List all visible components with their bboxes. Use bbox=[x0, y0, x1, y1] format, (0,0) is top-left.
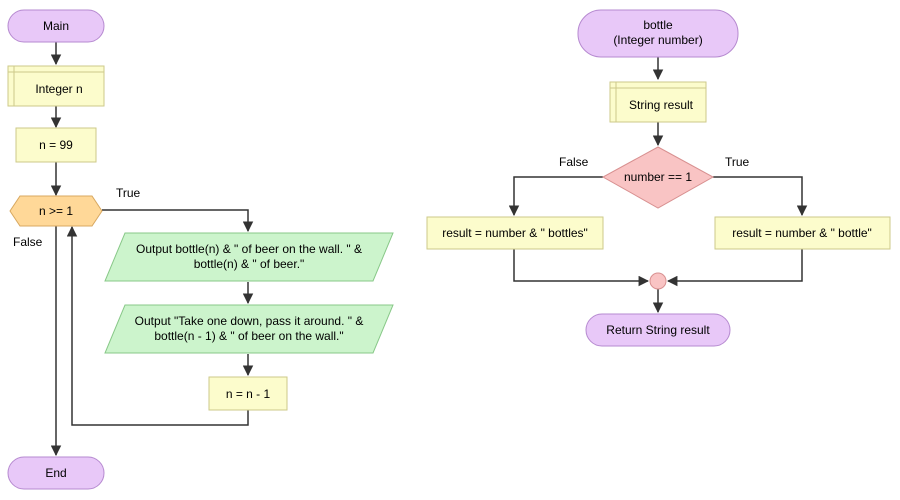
main-start-label: Main bbox=[43, 19, 69, 33]
main-output1-line2: bottle(n) & " of beer." bbox=[194, 257, 305, 271]
bottle-declare-box: String result bbox=[609, 81, 707, 123]
main-declare-box: Integer n bbox=[7, 65, 105, 107]
connector-bottle-true-merge bbox=[666, 249, 803, 287]
connector-condition-true bbox=[102, 209, 254, 233]
main-output2-line1: Output "Take one down, pass it around. "… bbox=[135, 314, 364, 328]
connector-loop-back bbox=[66, 225, 249, 426]
main-connectors bbox=[50, 42, 254, 457]
bottle-condition-diamond: number == 1 bbox=[601, 146, 715, 209]
main-output1-line1: Output bottle(n) & " of beer on the wall… bbox=[136, 242, 362, 256]
bottle-merge-point bbox=[649, 272, 667, 290]
main-false-label: False bbox=[13, 235, 43, 249]
bottle-start-line2: (Integer number) bbox=[613, 33, 702, 47]
bottle-condition-label: number == 1 bbox=[624, 170, 692, 184]
main-end-terminal: End bbox=[7, 456, 105, 490]
main-output2-line2: bottle(n - 1) & " of beer on the wall." bbox=[154, 329, 343, 343]
bottle-return-label: Return String result bbox=[606, 323, 710, 337]
connector-bottle-false-branch bbox=[508, 176, 603, 217]
connector-bottle-true-branch bbox=[713, 176, 808, 217]
main-end-label: End bbox=[45, 466, 66, 480]
main-assign-label: n = 99 bbox=[39, 138, 73, 152]
main-flowchart: Main Integer n n = 99 n >= 1 True False … bbox=[7, 9, 394, 490]
bottle-connectors bbox=[508, 57, 808, 314]
bottle-declare-label: String result bbox=[629, 98, 694, 112]
main-decrement-box: n = n - 1 bbox=[208, 376, 288, 411]
bottle-start-line1: bottle bbox=[643, 18, 673, 32]
main-output1-parallelogram: Output bottle(n) & " of beer on the wall… bbox=[104, 232, 394, 282]
bottle-false-label: False bbox=[559, 155, 589, 169]
main-condition-hexagon: n >= 1 bbox=[9, 195, 103, 227]
bottle-return-terminal: Return String result bbox=[585, 313, 731, 347]
bottle-false-assign-box: result = number & " bottles" bbox=[426, 216, 604, 250]
bottle-false-assign-label: result = number & " bottles" bbox=[442, 226, 588, 240]
main-assign-box: n = 99 bbox=[15, 127, 97, 163]
main-start-terminal: Main bbox=[7, 9, 105, 43]
bottle-true-label: True bbox=[725, 155, 750, 169]
bottle-start-terminal: bottle (Integer number) bbox=[577, 9, 739, 58]
main-true-label: True bbox=[116, 186, 141, 200]
main-condition-label: n >= 1 bbox=[39, 204, 73, 218]
main-decrement-label: n = n - 1 bbox=[226, 387, 271, 401]
connector-bottle-false-merge bbox=[513, 249, 650, 287]
bottle-flowchart: bottle (Integer number) String result nu… bbox=[426, 9, 891, 347]
bottle-true-assign-box: result = number & " bottle" bbox=[714, 216, 891, 250]
main-declare-label: Integer n bbox=[35, 82, 82, 96]
main-output2-parallelogram: Output "Take one down, pass it around. "… bbox=[104, 304, 394, 354]
bottle-true-assign-label: result = number & " bottle" bbox=[732, 226, 872, 240]
